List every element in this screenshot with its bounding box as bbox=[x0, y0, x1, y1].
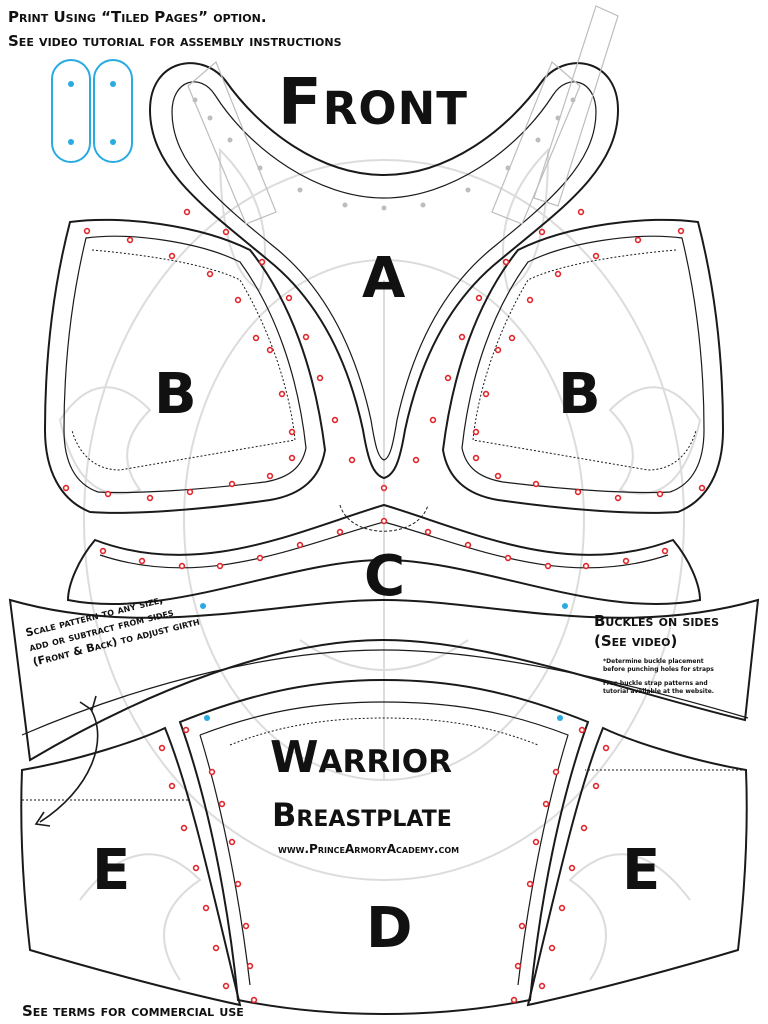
scale-arrow bbox=[34, 695, 99, 827]
piece-label-d: D bbox=[366, 896, 413, 961]
piece-label-b-left: B bbox=[154, 362, 197, 427]
piece-b-left-outline bbox=[43, 218, 327, 514]
commercial-terms-note: See terms for commercial use bbox=[22, 1002, 244, 1020]
piece-label-a: A bbox=[362, 246, 406, 311]
piece-b-right-outline bbox=[441, 218, 725, 514]
piece-label-b-right: B bbox=[558, 362, 601, 427]
piece-e-right-outline bbox=[526, 726, 748, 1007]
dashed-arc bbox=[339, 504, 429, 532]
piece-c-outline bbox=[8, 503, 760, 762]
blue-strap-holes bbox=[68, 81, 568, 721]
piece-label-e-right: E bbox=[622, 838, 661, 903]
pattern-subtitle: Breastplate bbox=[272, 796, 452, 834]
buckle-note-3: Free buckle strap patterns and bbox=[603, 680, 708, 687]
strap-ghost bbox=[187, 5, 619, 225]
rivet-holes bbox=[62, 208, 706, 1004]
piece-a-outline bbox=[148, 62, 620, 480]
buckle-note-4: tutorial available at the website. bbox=[603, 688, 715, 695]
piece-label-c: C bbox=[364, 544, 406, 609]
collar-grey-holes bbox=[192, 97, 576, 211]
watermark-ornament bbox=[58, 147, 702, 981]
piece-d-outline bbox=[178, 678, 590, 1016]
view-title: Front bbox=[278, 66, 468, 140]
blue-strap-pieces bbox=[51, 59, 133, 163]
instruction-line-2: See video tutorial for assembly instruct… bbox=[8, 32, 342, 50]
website-link[interactable]: www.PrinceArmoryAcademy.com bbox=[278, 842, 460, 856]
piece-e-left-outline bbox=[20, 726, 242, 1007]
pattern-title: Warrior bbox=[270, 732, 453, 783]
piece-label-e-left: E bbox=[92, 838, 131, 903]
buckles-video-note: (See video) bbox=[594, 632, 678, 650]
buckle-note-1: *Determine buckle placement bbox=[603, 658, 704, 665]
buckles-heading: Buckles on sides bbox=[594, 612, 719, 630]
instruction-line-1: Print Using “Tiled Pages” option. bbox=[8, 8, 267, 26]
buckle-note-2: before punching holes for straps bbox=[603, 666, 714, 673]
